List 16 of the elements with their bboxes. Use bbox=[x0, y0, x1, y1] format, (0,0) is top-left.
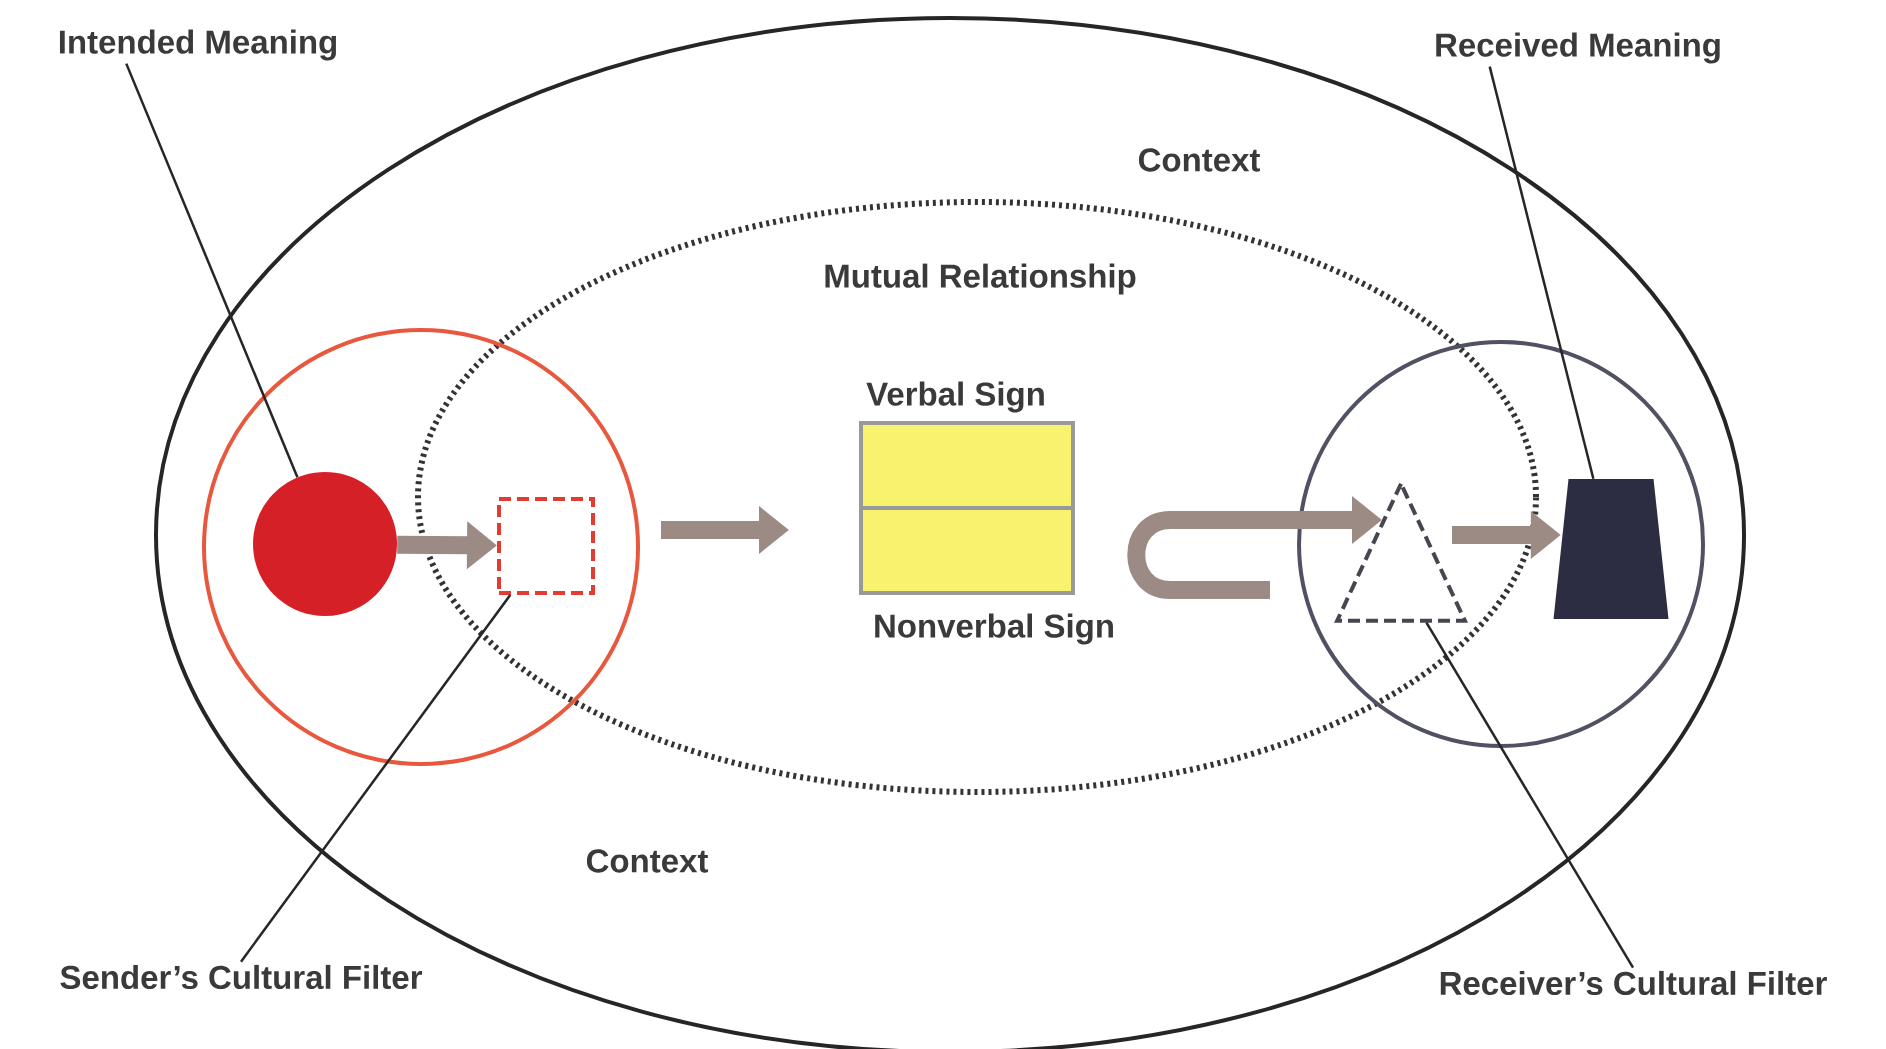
box-label: Nonverbal Sign bbox=[875, 613, 1113, 645]
region-label: Mutual Relationship bbox=[825, 263, 1136, 295]
box-label: Verbal Sign bbox=[866, 381, 1044, 413]
leader-line bbox=[1488, 66, 1595, 480]
filled-circle bbox=[253, 472, 397, 616]
leader-line bbox=[125, 63, 299, 478]
region-label: Context bbox=[586, 849, 708, 873]
callout-label: Receiver’s Cultural Filter bbox=[1440, 970, 1827, 996]
leader-line bbox=[1425, 622, 1635, 969]
callout-label: Intended Meaning bbox=[59, 29, 337, 61]
callout-label: Sender’s Cultural Filter bbox=[60, 964, 423, 990]
leader-line bbox=[240, 594, 512, 963]
trapezoid-shape bbox=[1553, 479, 1669, 619]
callout-label: Received Meaning bbox=[1436, 32, 1720, 64]
region-label: Context bbox=[1138, 148, 1260, 172]
dashed-square bbox=[497, 497, 595, 595]
